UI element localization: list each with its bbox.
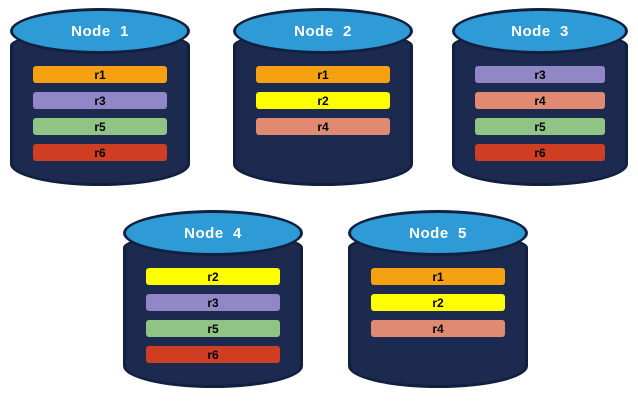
replica-label: r2 — [207, 269, 219, 284]
node-1[interactable]: Node 1 r1 r3 r5 r6 — [10, 8, 190, 186]
replica-bar[interactable]: r3 — [474, 66, 606, 83]
replica-bar[interactable]: r4 — [474, 92, 606, 109]
replica-label: r1 — [317, 67, 329, 82]
replica-label: r4 — [534, 93, 546, 108]
replica-label: r2 — [317, 93, 329, 108]
replica-bar[interactable]: r6 — [474, 144, 606, 161]
node-3-label: Node 3 — [511, 22, 569, 40]
replica-label: r5 — [534, 119, 546, 134]
replica-bar[interactable]: r5 — [146, 320, 280, 337]
replica-label: r6 — [534, 145, 546, 160]
node-3-cylinder-top: Node 3 — [452, 8, 628, 54]
replica-bar[interactable]: r4 — [256, 118, 390, 135]
replica-bar[interactable]: r1 — [33, 66, 167, 83]
node-5-cylinder-top: Node 5 — [348, 210, 528, 256]
replica-label: r4 — [432, 321, 444, 336]
replica-label: r5 — [207, 321, 219, 336]
replica-label: r3 — [534, 67, 546, 82]
node-5-label: Node 5 — [409, 224, 467, 242]
node-2-cylinder-top: Node 2 — [233, 8, 413, 54]
node-2-label: Node 2 — [294, 22, 352, 40]
replica-label: r4 — [317, 119, 329, 134]
replica-bar[interactable]: r3 — [146, 294, 280, 311]
replica-bar[interactable]: r2 — [256, 92, 390, 109]
node-4-cylinder-top: Node 4 — [123, 210, 303, 256]
node-2-replica-stack: r1 r2 r4 — [233, 66, 413, 135]
replica-label: r1 — [94, 67, 106, 82]
replica-bar[interactable]: r1 — [371, 268, 505, 285]
replica-bar[interactable]: r5 — [474, 118, 606, 135]
replica-label: r6 — [94, 145, 106, 160]
node-4-label: Node 4 — [184, 224, 242, 242]
node-2[interactable]: Node 2 r1 r2 r4 — [233, 8, 413, 186]
node-4-replica-stack: r2 r3 r5 r6 — [123, 268, 303, 363]
node-3-replica-stack: r3 r4 r5 r6 — [452, 66, 628, 161]
node-5-replica-stack: r1 r2 r4 — [348, 268, 528, 337]
replica-label: r3 — [207, 295, 219, 310]
node-1-replica-stack: r1 r3 r5 r6 — [10, 66, 190, 161]
replica-bar[interactable]: r1 — [256, 66, 390, 83]
replica-bar[interactable]: r3 — [33, 92, 167, 109]
node-4[interactable]: Node 4 r2 r3 r5 r6 — [123, 210, 303, 388]
replica-bar[interactable]: r2 — [371, 294, 505, 311]
node-5[interactable]: Node 5 r1 r2 r4 — [348, 210, 528, 388]
replica-bar[interactable]: r5 — [33, 118, 167, 135]
replica-label: r5 — [94, 119, 106, 134]
replica-bar[interactable]: r2 — [146, 268, 280, 285]
node-1-label: Node 1 — [71, 22, 129, 40]
replica-label: r1 — [432, 269, 444, 284]
replica-bar[interactable]: r4 — [371, 320, 505, 337]
replica-label: r2 — [432, 295, 444, 310]
replica-bar[interactable]: r6 — [146, 346, 280, 363]
replica-label: r3 — [94, 93, 106, 108]
replica-bar[interactable]: r6 — [33, 144, 167, 161]
replica-label: r6 — [207, 347, 219, 362]
node-3[interactable]: Node 3 r3 r4 r5 r6 — [452, 8, 628, 186]
node-1-cylinder-top: Node 1 — [10, 8, 190, 54]
